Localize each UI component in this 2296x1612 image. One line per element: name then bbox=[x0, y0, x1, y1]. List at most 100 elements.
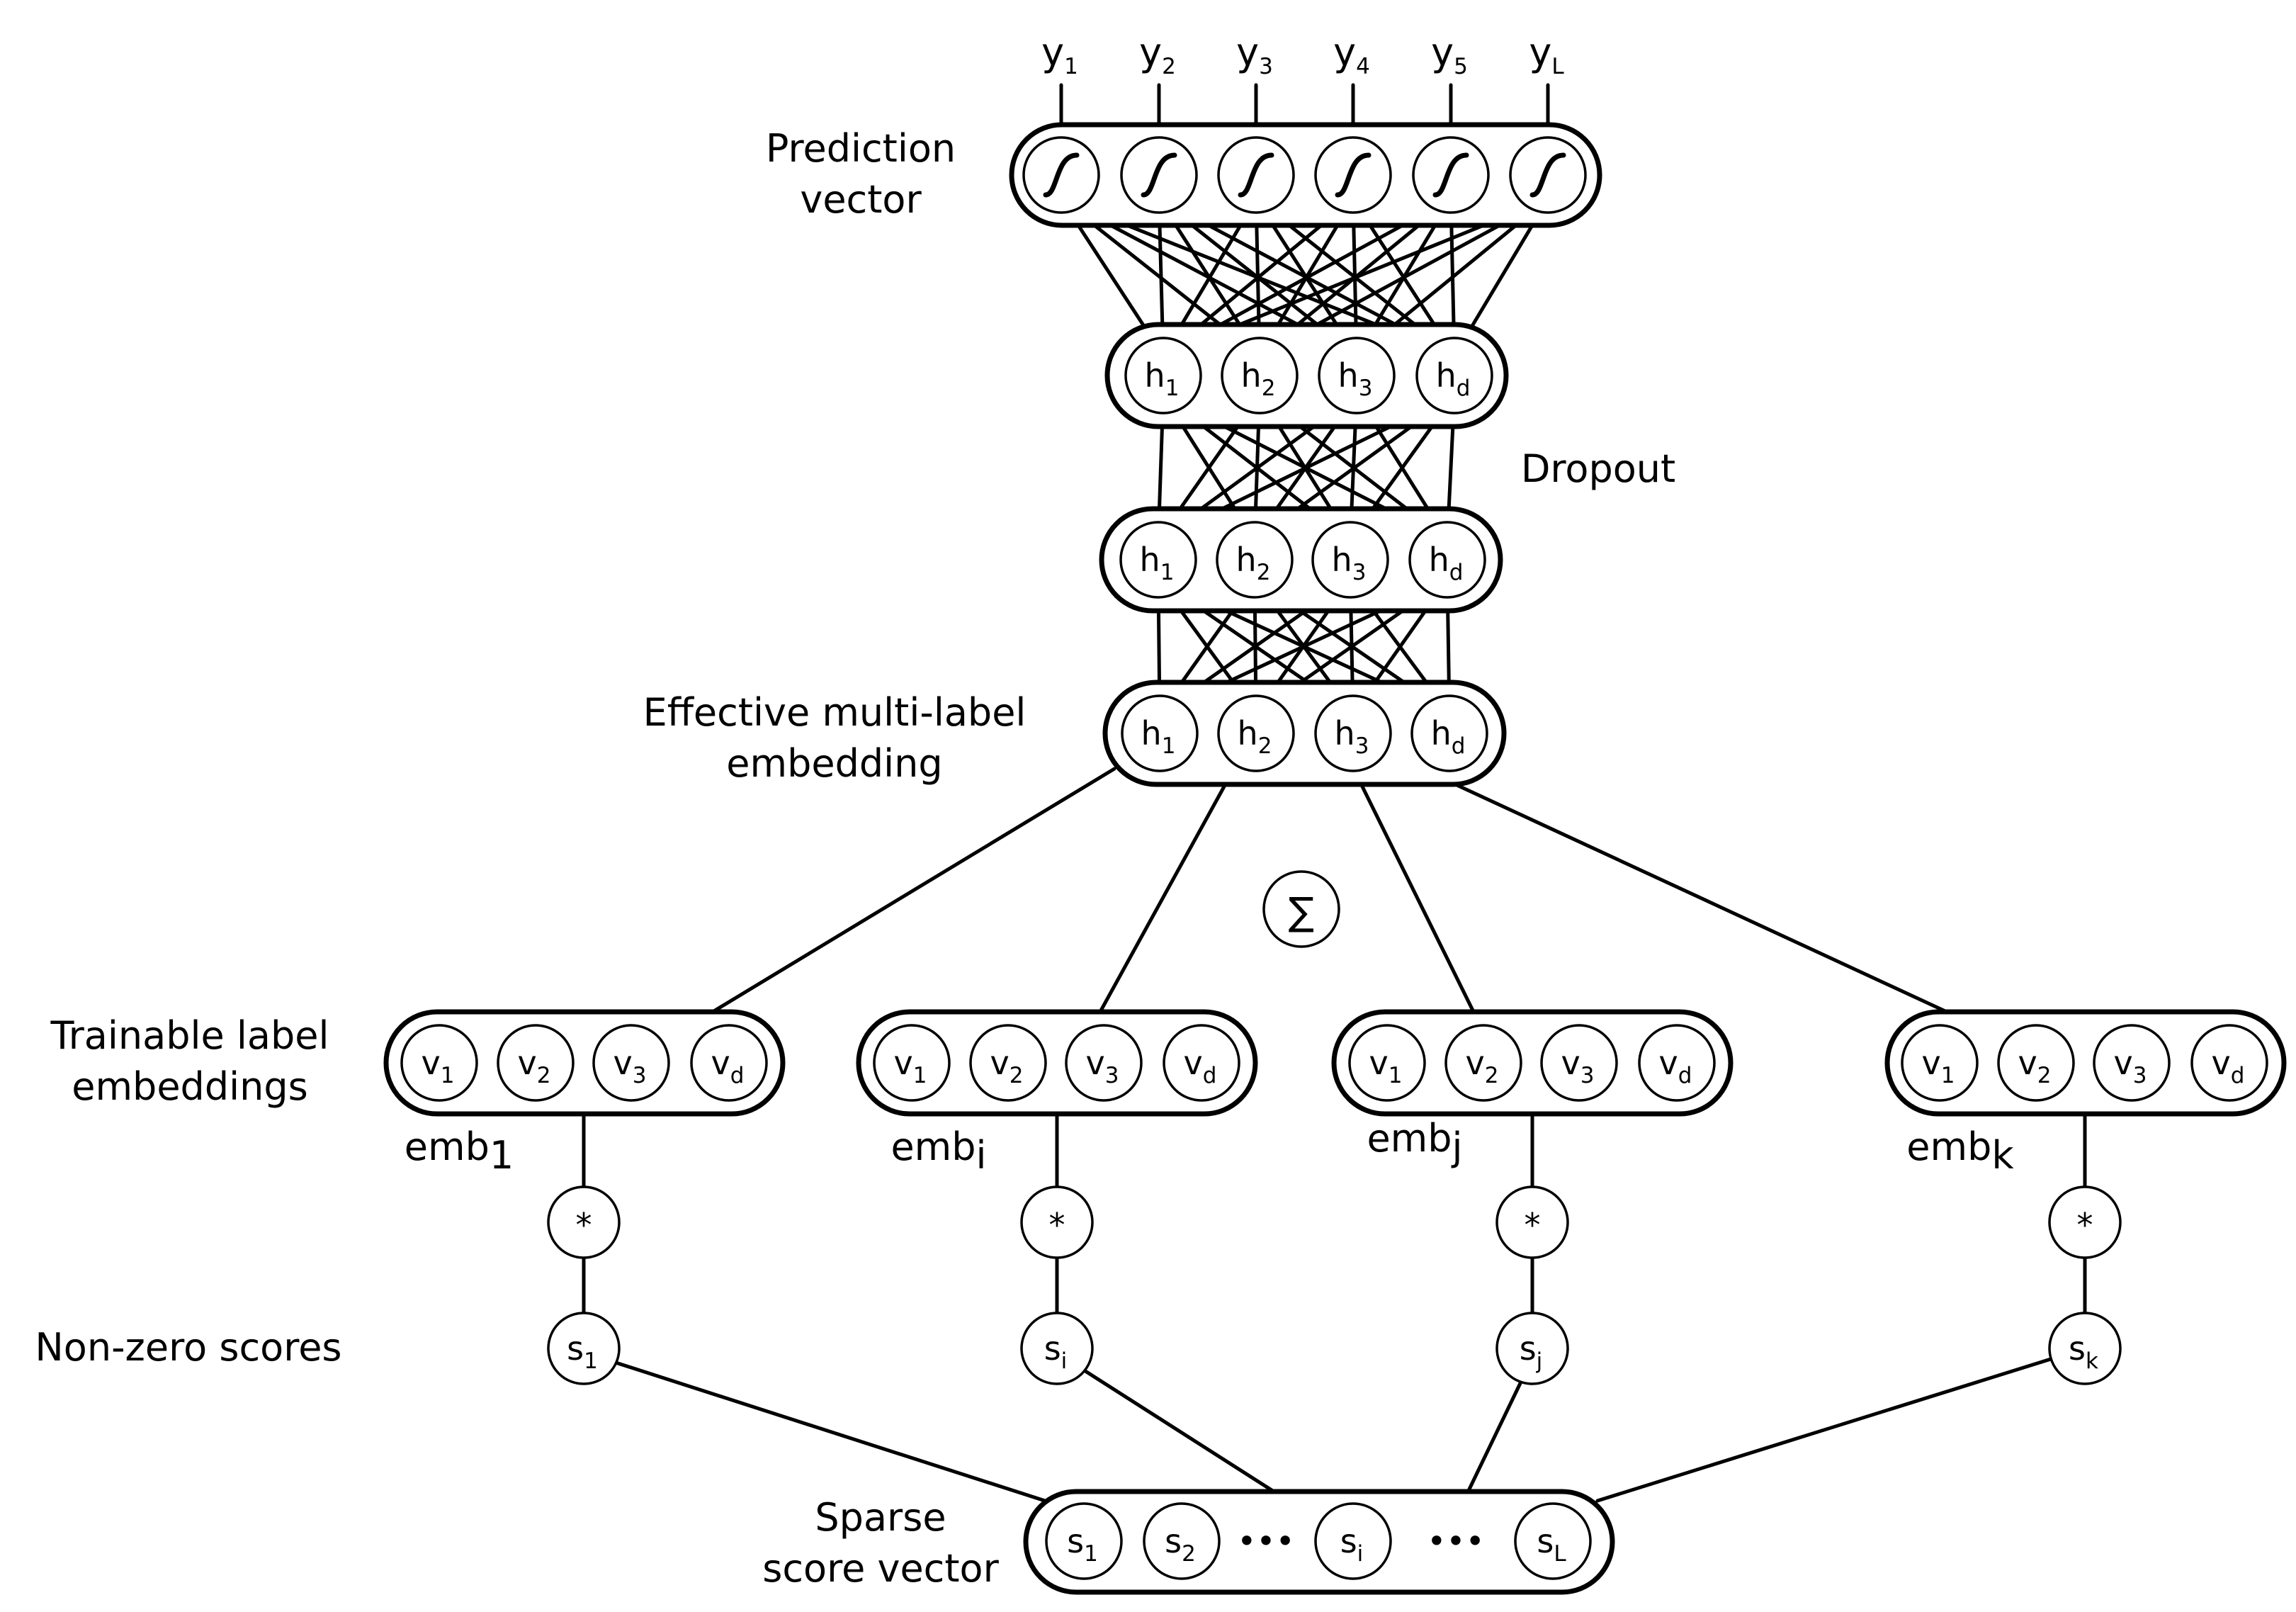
embedding-2-node-4-label: vd bbox=[1184, 1044, 1217, 1088]
score-node-1-label-base: s bbox=[567, 1329, 584, 1368]
edge-effective-to-emb-4 bbox=[1450, 781, 1949, 1014]
embedding-1-node-2-label-base: v bbox=[518, 1044, 537, 1082]
embedding-4-node-3-label: v3 bbox=[2114, 1044, 2147, 1088]
effective-embedding-node-3 bbox=[1314, 694, 1392, 772]
embedding-3-container bbox=[1331, 1009, 1734, 1117]
embedding-name-4-sub: k bbox=[1991, 1133, 2014, 1178]
embedding-2-container bbox=[856, 1009, 1258, 1117]
effective-embedding-node-4-label: hd bbox=[1431, 714, 1466, 759]
embedding-4-node-3-label-sub: 3 bbox=[2133, 1063, 2147, 1088]
output-label-5: y5 bbox=[1431, 30, 1468, 79]
output-label-6-sub: L bbox=[1551, 54, 1564, 79]
output-label-5-sub: 5 bbox=[1454, 54, 1468, 79]
embedding-3-node-1 bbox=[1348, 1024, 1426, 1102]
hidden-layer-2-node-2 bbox=[1216, 521, 1294, 599]
multiply-icon: * bbox=[1049, 1206, 1065, 1244]
embedding-1-node-1 bbox=[400, 1024, 478, 1102]
effective-embedding-node-1-label-base: h bbox=[1141, 714, 1162, 753]
embedding-2-node-2-label-base: v bbox=[990, 1044, 1010, 1082]
embedding-2-node-2-label-sub: 2 bbox=[1010, 1063, 1024, 1088]
embedding-2-node-1 bbox=[873, 1024, 951, 1102]
score-node-1-label-sub: 1 bbox=[584, 1348, 598, 1374]
effective-embedding-node-2-label: h2 bbox=[1238, 714, 1272, 759]
sparse-ellipsis: ••• bbox=[1237, 1522, 1294, 1560]
embedding-2-node-1-label-sub: 1 bbox=[913, 1063, 927, 1088]
hidden-layer-2-node-3-label-sub: 3 bbox=[1352, 560, 1367, 585]
sparse-node-4-label-base: s bbox=[1340, 1522, 1357, 1560]
embedding-3-node-3-label-sub: 3 bbox=[1580, 1063, 1595, 1088]
hidden-layer-1-node-2-label: h2 bbox=[1241, 356, 1276, 401]
sigmoid-icon bbox=[1529, 152, 1566, 198]
non-zero-scores-label: Non-zero scores bbox=[35, 1325, 341, 1370]
output-label-3-sub: 3 bbox=[1259, 54, 1273, 79]
embedding-1-node-1-label-sub: 1 bbox=[441, 1063, 455, 1088]
score-node-2 bbox=[1020, 1312, 1094, 1385]
hidden-layer-1-node-1-label-base: h bbox=[1145, 356, 1165, 395]
multiply-node-2 bbox=[1020, 1185, 1094, 1259]
embedding-4-node-2-label: v2 bbox=[2018, 1044, 2052, 1088]
sigmoid-node-5 bbox=[1412, 136, 1490, 214]
edge-effective-to-emb-3 bbox=[1360, 784, 1476, 1014]
embedding-1-node-3 bbox=[592, 1024, 670, 1102]
embedding-4-node-3 bbox=[2093, 1024, 2171, 1102]
side-labels: Prediction vector Dropout Effective mult… bbox=[35, 126, 1675, 1591]
effective-embedding-node-2-label-sub: 2 bbox=[1258, 733, 1272, 759]
embedding-4-node-4-label-base: v bbox=[2212, 1044, 2231, 1082]
embedding-1-node-2-label-sub: 2 bbox=[537, 1063, 551, 1088]
embedding-3-node-2 bbox=[1444, 1024, 1522, 1102]
embedding-1-container bbox=[383, 1009, 786, 1117]
sparse-node-4-label: si bbox=[1340, 1522, 1364, 1567]
output-label-2: y2 bbox=[1139, 30, 1176, 79]
score-node-3-label-base: s bbox=[1520, 1329, 1537, 1368]
hidden-layer-1-node-1-label-sub: 1 bbox=[1165, 376, 1180, 401]
sparse-node-6 bbox=[1514, 1502, 1592, 1580]
output-label-2-sub: 2 bbox=[1162, 54, 1176, 79]
hidden-layer-2-container bbox=[1099, 506, 1503, 614]
embedding-3-node-1-label: v1 bbox=[1369, 1044, 1403, 1088]
hidden-layer-1-node-3-label: h3 bbox=[1338, 356, 1373, 401]
edge-score-j-to-sparse bbox=[1464, 1378, 1524, 1497]
output-label-3: y3 bbox=[1236, 30, 1273, 79]
sparse-node-1 bbox=[1045, 1502, 1123, 1580]
effective-embedding-node-3-label: h3 bbox=[1335, 714, 1369, 759]
sparse-node-1-label-base: s bbox=[1067, 1522, 1084, 1560]
embedding-1-node-4 bbox=[690, 1024, 768, 1102]
embedding-3-node-3 bbox=[1540, 1024, 1618, 1102]
sparse-vector-label-line2: score vector bbox=[762, 1546, 999, 1591]
sparse-node-6-label: sL bbox=[1537, 1522, 1566, 1567]
score-node-3 bbox=[1495, 1312, 1569, 1385]
hidden-layer-1-node-2 bbox=[1221, 337, 1299, 415]
embedding-name-3-sub: j bbox=[1452, 1125, 1463, 1169]
multiply-icon: * bbox=[1525, 1206, 1541, 1244]
embedding-1-node-1-label: v1 bbox=[422, 1044, 455, 1088]
hidden-layer-1-container bbox=[1104, 322, 1509, 429]
embedding-name-4: embk bbox=[1906, 1125, 2014, 1178]
embedding-4-node-3-label-base: v bbox=[2114, 1044, 2133, 1082]
score-node-3-label: sj bbox=[1520, 1329, 1543, 1374]
sigmoid-node-3 bbox=[1217, 136, 1295, 214]
score-node-2-label-sub: i bbox=[1061, 1348, 1068, 1374]
hidden-layer-1-node-4-label-base: h bbox=[1436, 356, 1457, 395]
embedding-1-node-4-label-base: v bbox=[711, 1044, 730, 1082]
score-node-2-label: si bbox=[1044, 1329, 1068, 1374]
sigmoid-icon bbox=[1335, 152, 1372, 198]
sigmoid-icon bbox=[1043, 152, 1080, 198]
sum-icon: ∑ bbox=[1289, 889, 1314, 934]
output-label-6: yL bbox=[1529, 30, 1564, 79]
hidden-layer-1-node-3-label-sub: 3 bbox=[1359, 376, 1373, 401]
sigmoid-icon bbox=[1238, 152, 1274, 198]
score-node-4-label-base: s bbox=[2069, 1329, 2086, 1368]
sparse-node-6-label-base: s bbox=[1537, 1522, 1554, 1560]
embedding-2-node-1-label: v1 bbox=[894, 1044, 927, 1088]
hidden-layer-2-node-3-label-base: h bbox=[1332, 541, 1352, 579]
sparse-vector-label-line1: Sparse bbox=[815, 1495, 946, 1540]
hidden-layer-2-node-2-label-sub: 2 bbox=[1257, 560, 1271, 585]
sparse-node-2 bbox=[1143, 1502, 1221, 1580]
score-node-4 bbox=[2048, 1312, 2122, 1385]
effective-embedding-node-4-label-base: h bbox=[1431, 714, 1452, 753]
sparse-node-2-label-sub: 2 bbox=[1182, 1541, 1196, 1567]
hidden-layer-2-node-4-label: hd bbox=[1429, 541, 1464, 585]
score-node-2-label-base: s bbox=[1044, 1329, 1061, 1368]
prediction-label-line1: Prediction bbox=[766, 126, 956, 171]
